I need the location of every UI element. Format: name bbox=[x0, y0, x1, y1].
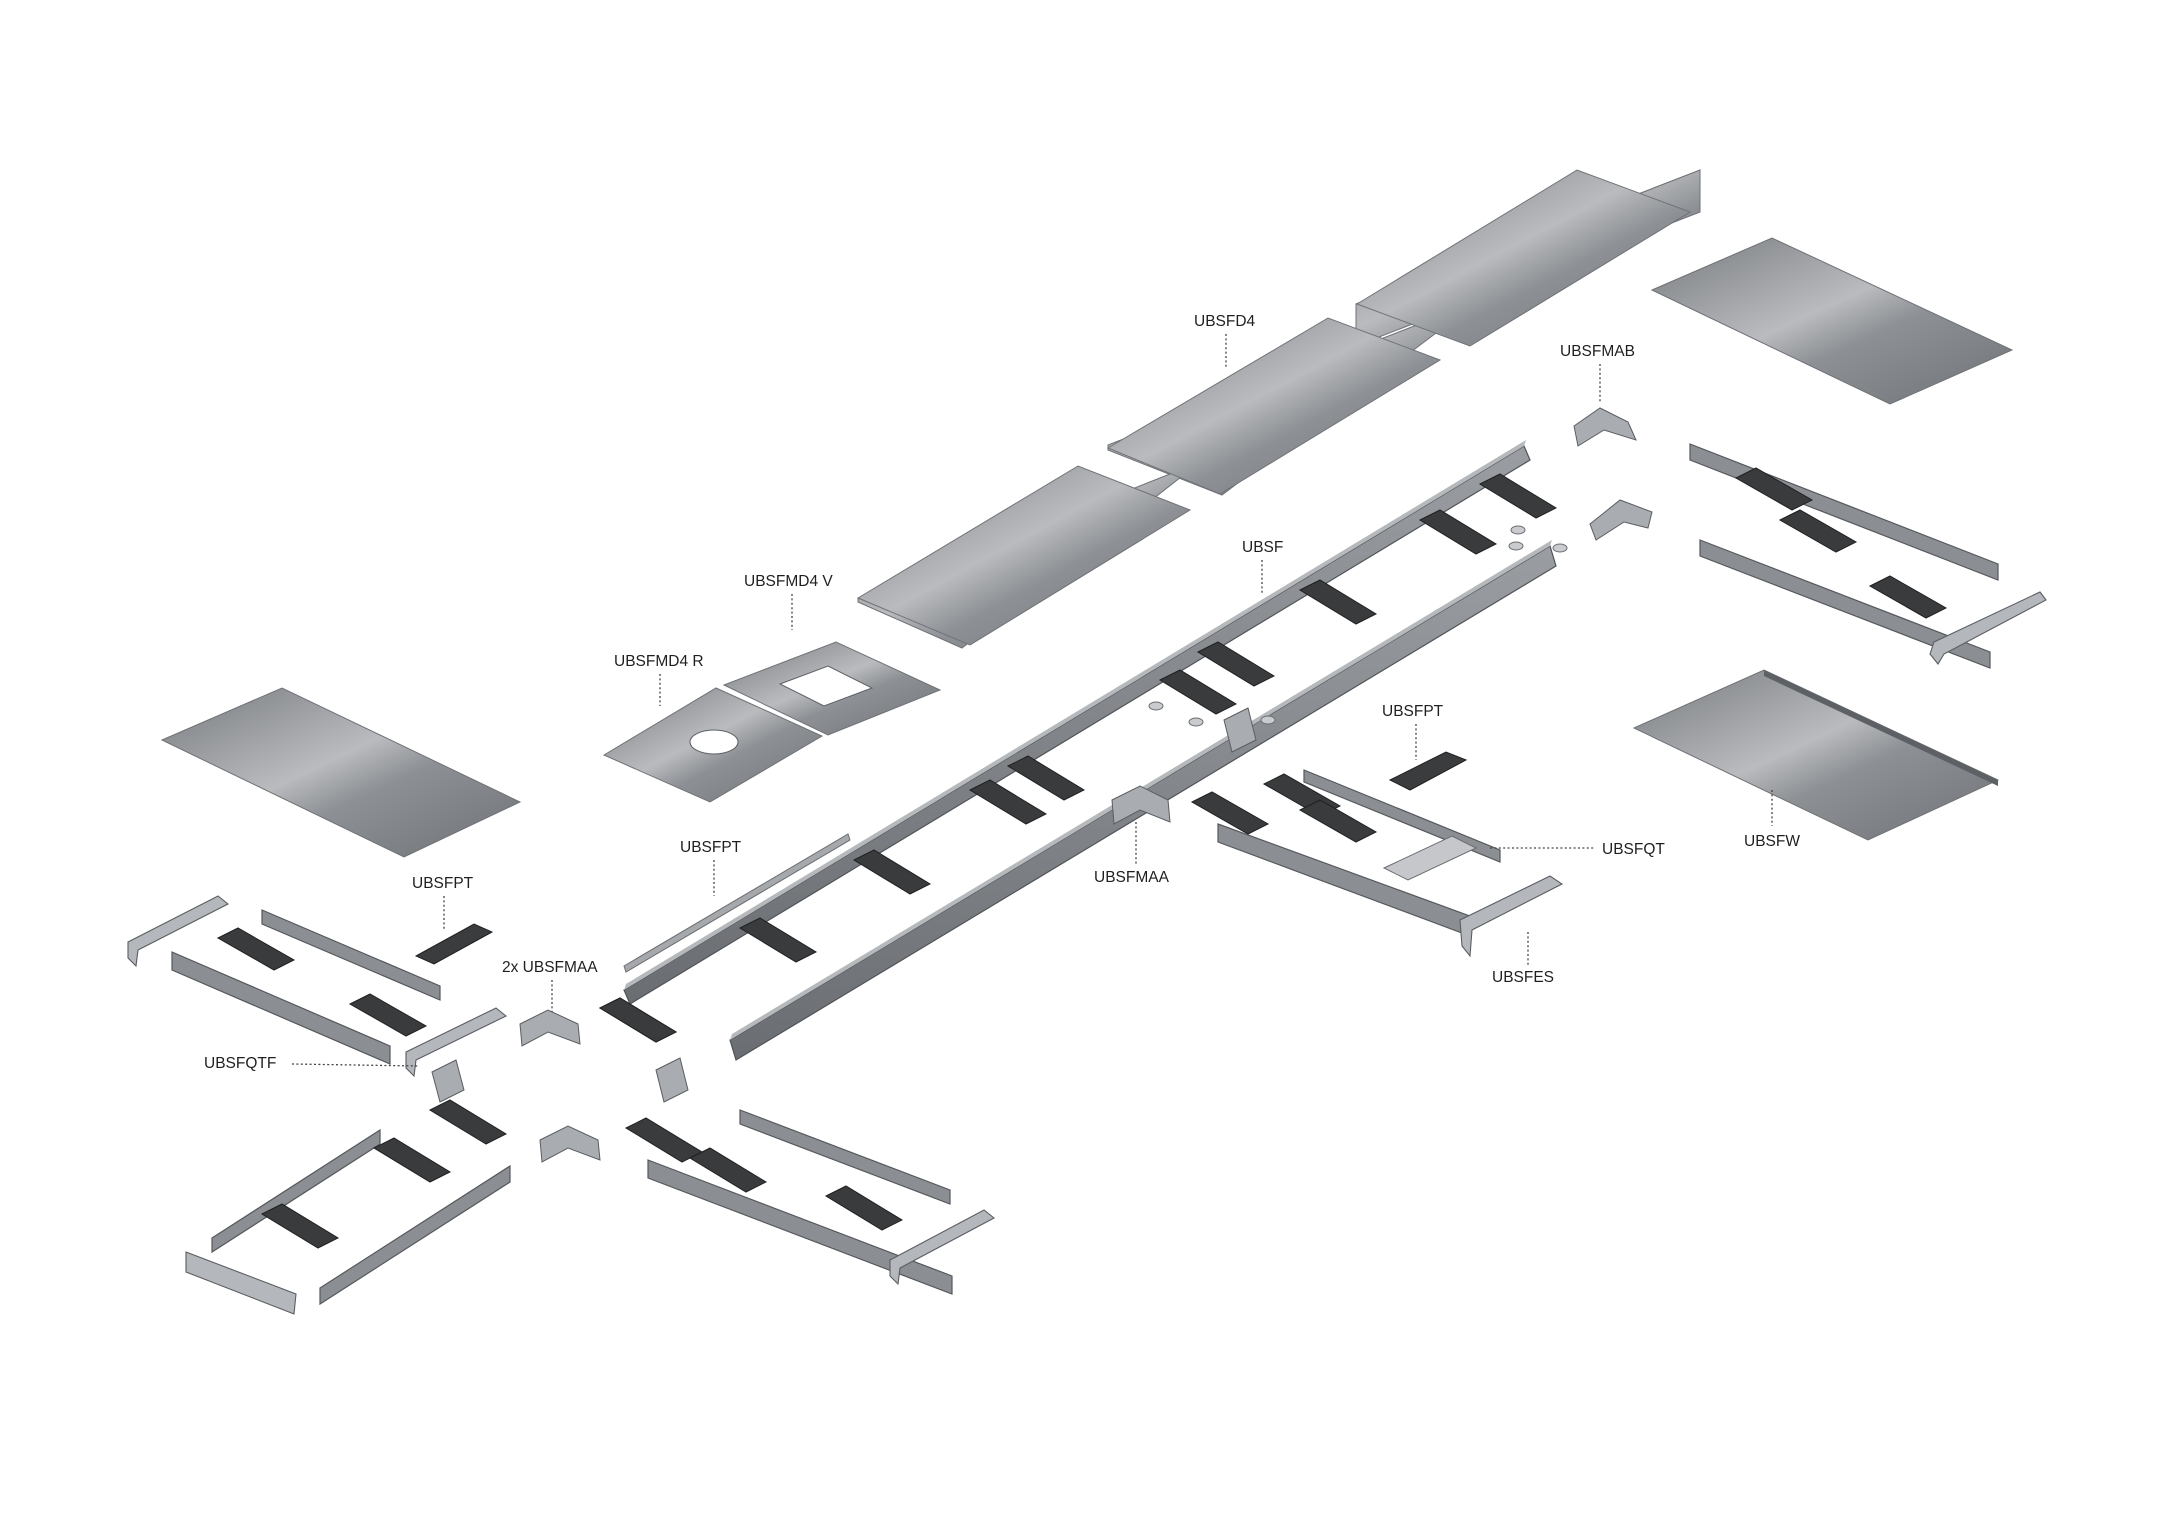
end-piece-bottom-right bbox=[889, 1209, 995, 1286]
end-piece-left-right bbox=[405, 1007, 508, 1078]
end-cap-top-right bbox=[1929, 591, 2047, 665]
top-right-branch bbox=[1573, 407, 2047, 669]
center-strip-ubsfpt bbox=[623, 833, 851, 973]
corner-2x-ubsfmaa bbox=[519, 1009, 581, 1047]
vertical-post-center bbox=[1223, 707, 1257, 753]
plate-ubsfmd4v bbox=[722, 641, 942, 736]
label-ubsfmd4r: UBSFMD4 R bbox=[614, 653, 704, 670]
left-branch bbox=[127, 895, 508, 1078]
strip-ubsfpt-left bbox=[414, 923, 494, 965]
round-cutout bbox=[689, 729, 739, 755]
corner-bottom-center bbox=[539, 1125, 601, 1163]
main-channel-feet bbox=[1148, 525, 1568, 727]
end-piece-ubsfes bbox=[1459, 875, 1564, 958]
label-ubsfpt-left: UBSFPT bbox=[412, 875, 474, 892]
corner-piece-top-right bbox=[1589, 499, 1653, 541]
cover-plate-ubsfw-edge bbox=[1764, 670, 1998, 786]
end-piece-bottom-left bbox=[185, 1251, 297, 1315]
end-piece-left-top bbox=[127, 895, 230, 968]
angle-piece-ubsfmab bbox=[1573, 407, 1637, 447]
label-ubsfpt-right: UBSFPT bbox=[1382, 703, 1444, 720]
strip-ubsfpt-right bbox=[1388, 751, 1468, 791]
bottom-left-branch bbox=[185, 1099, 511, 1315]
plate-ubsfmd4r bbox=[602, 687, 824, 803]
label-ubsfw: UBSFW bbox=[1744, 833, 1800, 850]
label-ubsfd4: UBSFD4 bbox=[1194, 313, 1256, 330]
corner-piece-ubsfmaa bbox=[1111, 785, 1171, 825]
long-plate-3 bbox=[856, 465, 1192, 646]
long-cover-plates bbox=[856, 169, 1692, 646]
label-ubsfqtf: UBSFQTF bbox=[204, 1055, 276, 1072]
cross-piece-ubsfqt bbox=[1382, 835, 1478, 881]
labels: UBSFD4 UBSFMAB UBSF UBSFMD4 V UBSFMD4 R … bbox=[204, 313, 1800, 1072]
bottom-right-branch bbox=[624, 1109, 995, 1295]
label-ubsfmd4v: UBSFMD4 V bbox=[744, 573, 833, 590]
label-ubsfes: UBSFES bbox=[1492, 969, 1554, 986]
label-ubsfqt: UBSFQT bbox=[1602, 841, 1665, 858]
center-corner-pieces bbox=[431, 997, 689, 1163]
long-plate-1 bbox=[1355, 169, 1692, 347]
cover-plate-left bbox=[160, 687, 522, 858]
main-back-rail-top bbox=[624, 440, 1526, 990]
cover-plate-right-top bbox=[1650, 237, 2014, 405]
label-ubsfmab: UBSFMAB bbox=[1560, 343, 1635, 360]
label-2x-ubsfmaa: 2x UBSFMAA bbox=[502, 959, 598, 976]
label-ubsf: UBSF bbox=[1242, 539, 1283, 556]
right-middle-branch bbox=[1111, 707, 1564, 958]
long-plate-2 bbox=[1106, 317, 1442, 495]
label-ubsfmaa: UBSFMAA bbox=[1094, 869, 1170, 886]
label-ubsfpt-center: UBSFPT bbox=[680, 839, 742, 856]
